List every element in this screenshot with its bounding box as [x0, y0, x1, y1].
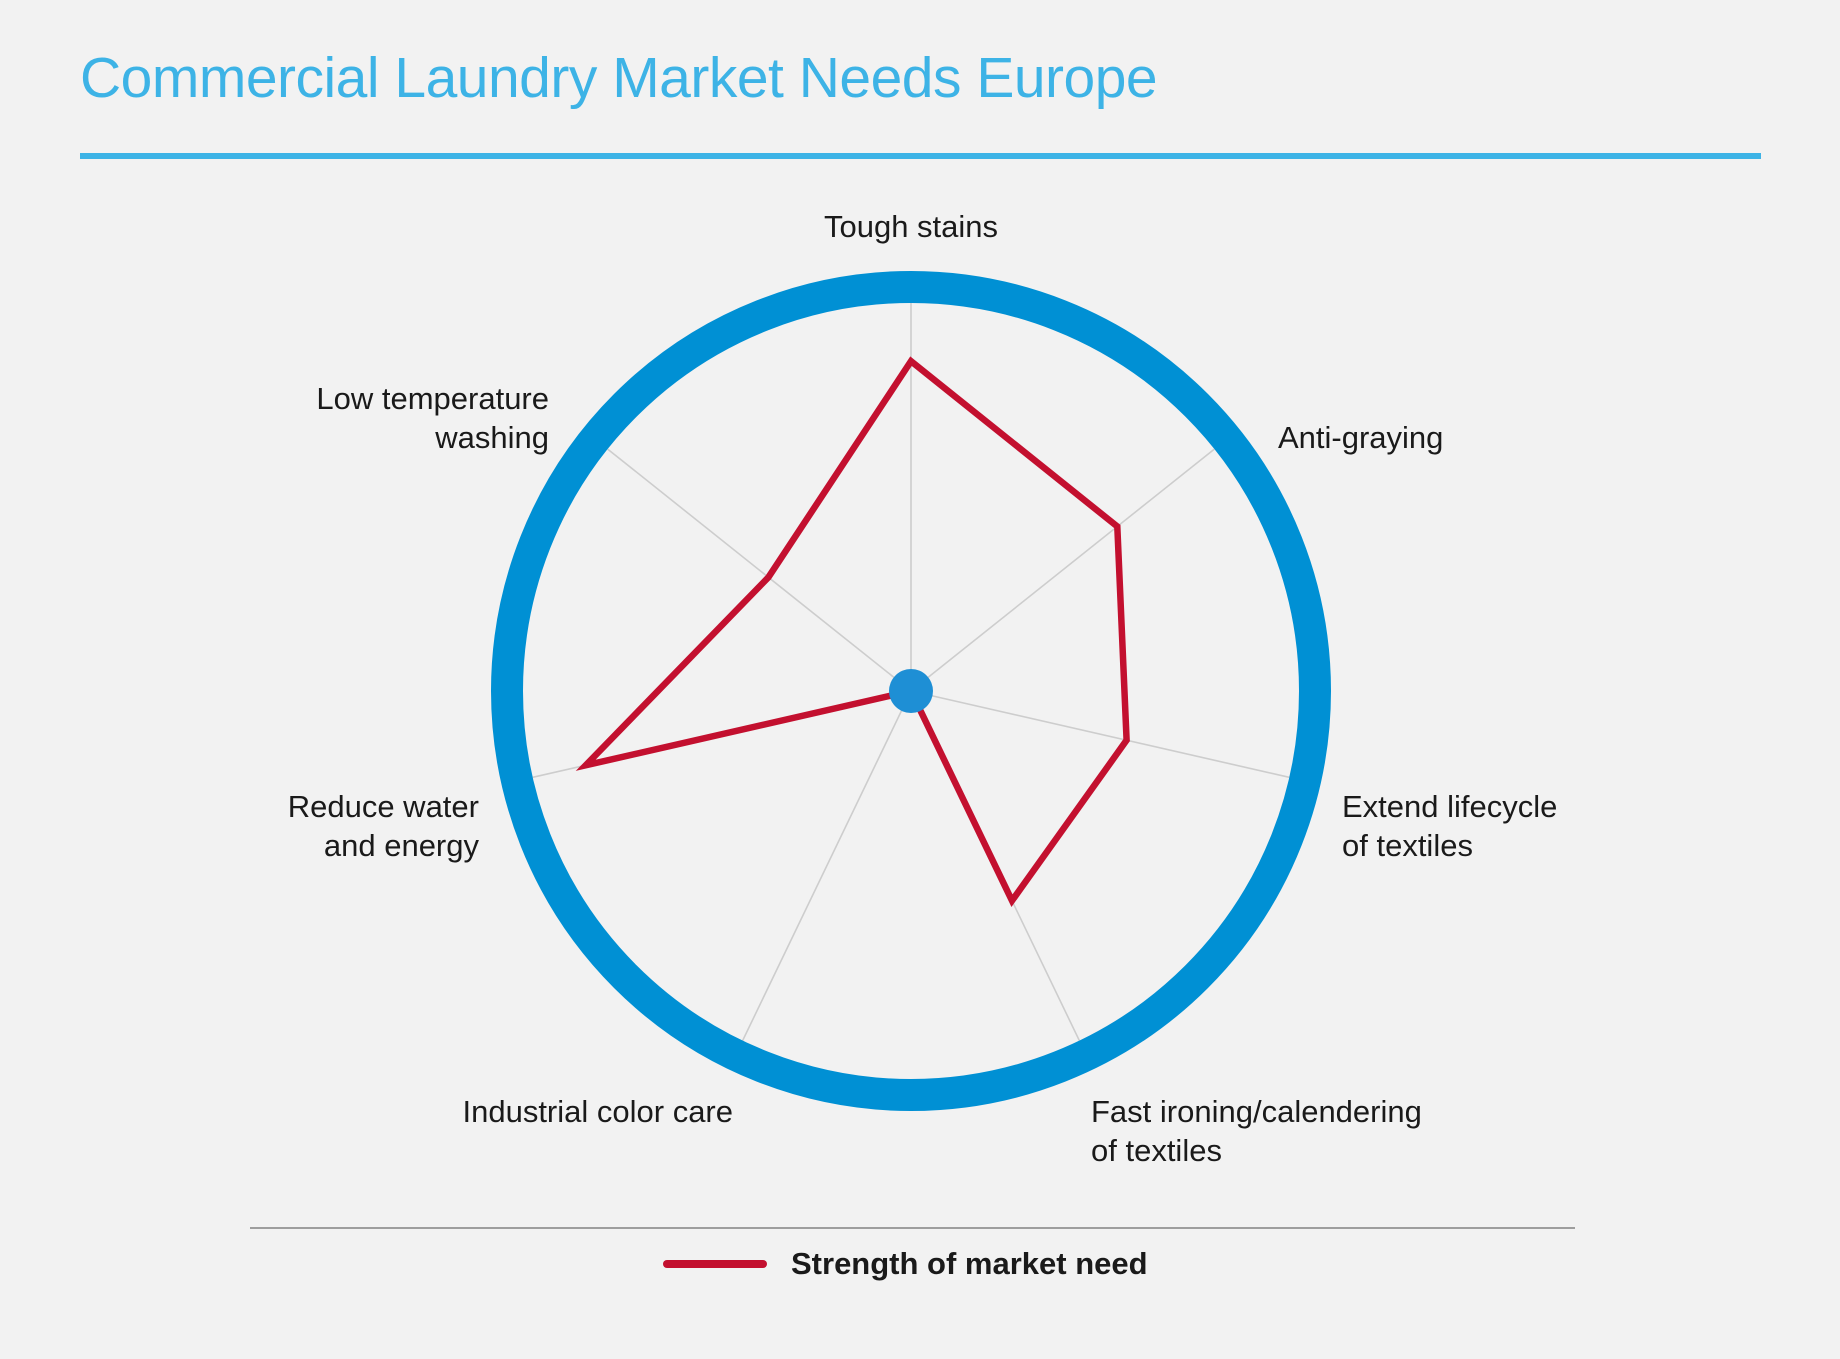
axis-label-anti-graying: Anti-graying	[1278, 420, 1443, 455]
axis-label-low-temperature-washing: Low temperature washing	[316, 381, 549, 455]
axis-label-tough-stains: Tough stains	[824, 209, 998, 244]
axis-spoke-anti-graying	[910, 448, 1215, 692]
center-dot	[889, 669, 933, 713]
axis-spoke-industrial-color-care	[741, 690, 912, 1041]
legend-swatch-strength	[663, 1260, 767, 1268]
axis-spoke-low-temperature-washing	[607, 448, 912, 692]
axis-label-extend-lifecycle-of-textiles: Extend lifecycle of textiles	[1342, 789, 1557, 863]
axis-label-line: Low temperature	[316, 381, 549, 416]
axis-label-industrial-color-care: Industrial color care	[462, 1094, 733, 1129]
axis-spoke-extend-lifecycle-of-textiles	[910, 690, 1290, 779]
axis-label-line: Reduce water	[288, 789, 479, 824]
axis-label-reduce-water-and-energy: Reduce water and energy	[288, 789, 480, 863]
axis-label-line: Industrial color care	[462, 1094, 733, 1129]
axis-label-line: of textiles	[1091, 1133, 1222, 1168]
axis-label-fast-ironing-calendering-of-textiles: Fast ironing/calendering of textiles	[1091, 1094, 1422, 1168]
title-divider	[80, 153, 1761, 159]
axis-label-line: Fast ironing/calendering	[1091, 1094, 1422, 1129]
legend-divider	[250, 1227, 1575, 1229]
outer-ring	[491, 271, 1331, 1111]
chart-legend: Strength of market need	[663, 1242, 1148, 1286]
axis-label-line: washing	[434, 420, 549, 455]
legend-label-strength: Strength of market need	[791, 1246, 1148, 1281]
series-line-strength-of-market-need	[575, 356, 1130, 908]
page-title: Commercial Laundry Market Needs Europe	[80, 46, 1158, 110]
axis-label-line: Extend lifecycle	[1342, 789, 1557, 824]
axis-label-line: Anti-graying	[1278, 420, 1443, 455]
axis-label-line: Tough stains	[824, 209, 998, 244]
axis-label-line: of textiles	[1342, 828, 1473, 863]
axis-label-line: and energy	[324, 828, 480, 863]
